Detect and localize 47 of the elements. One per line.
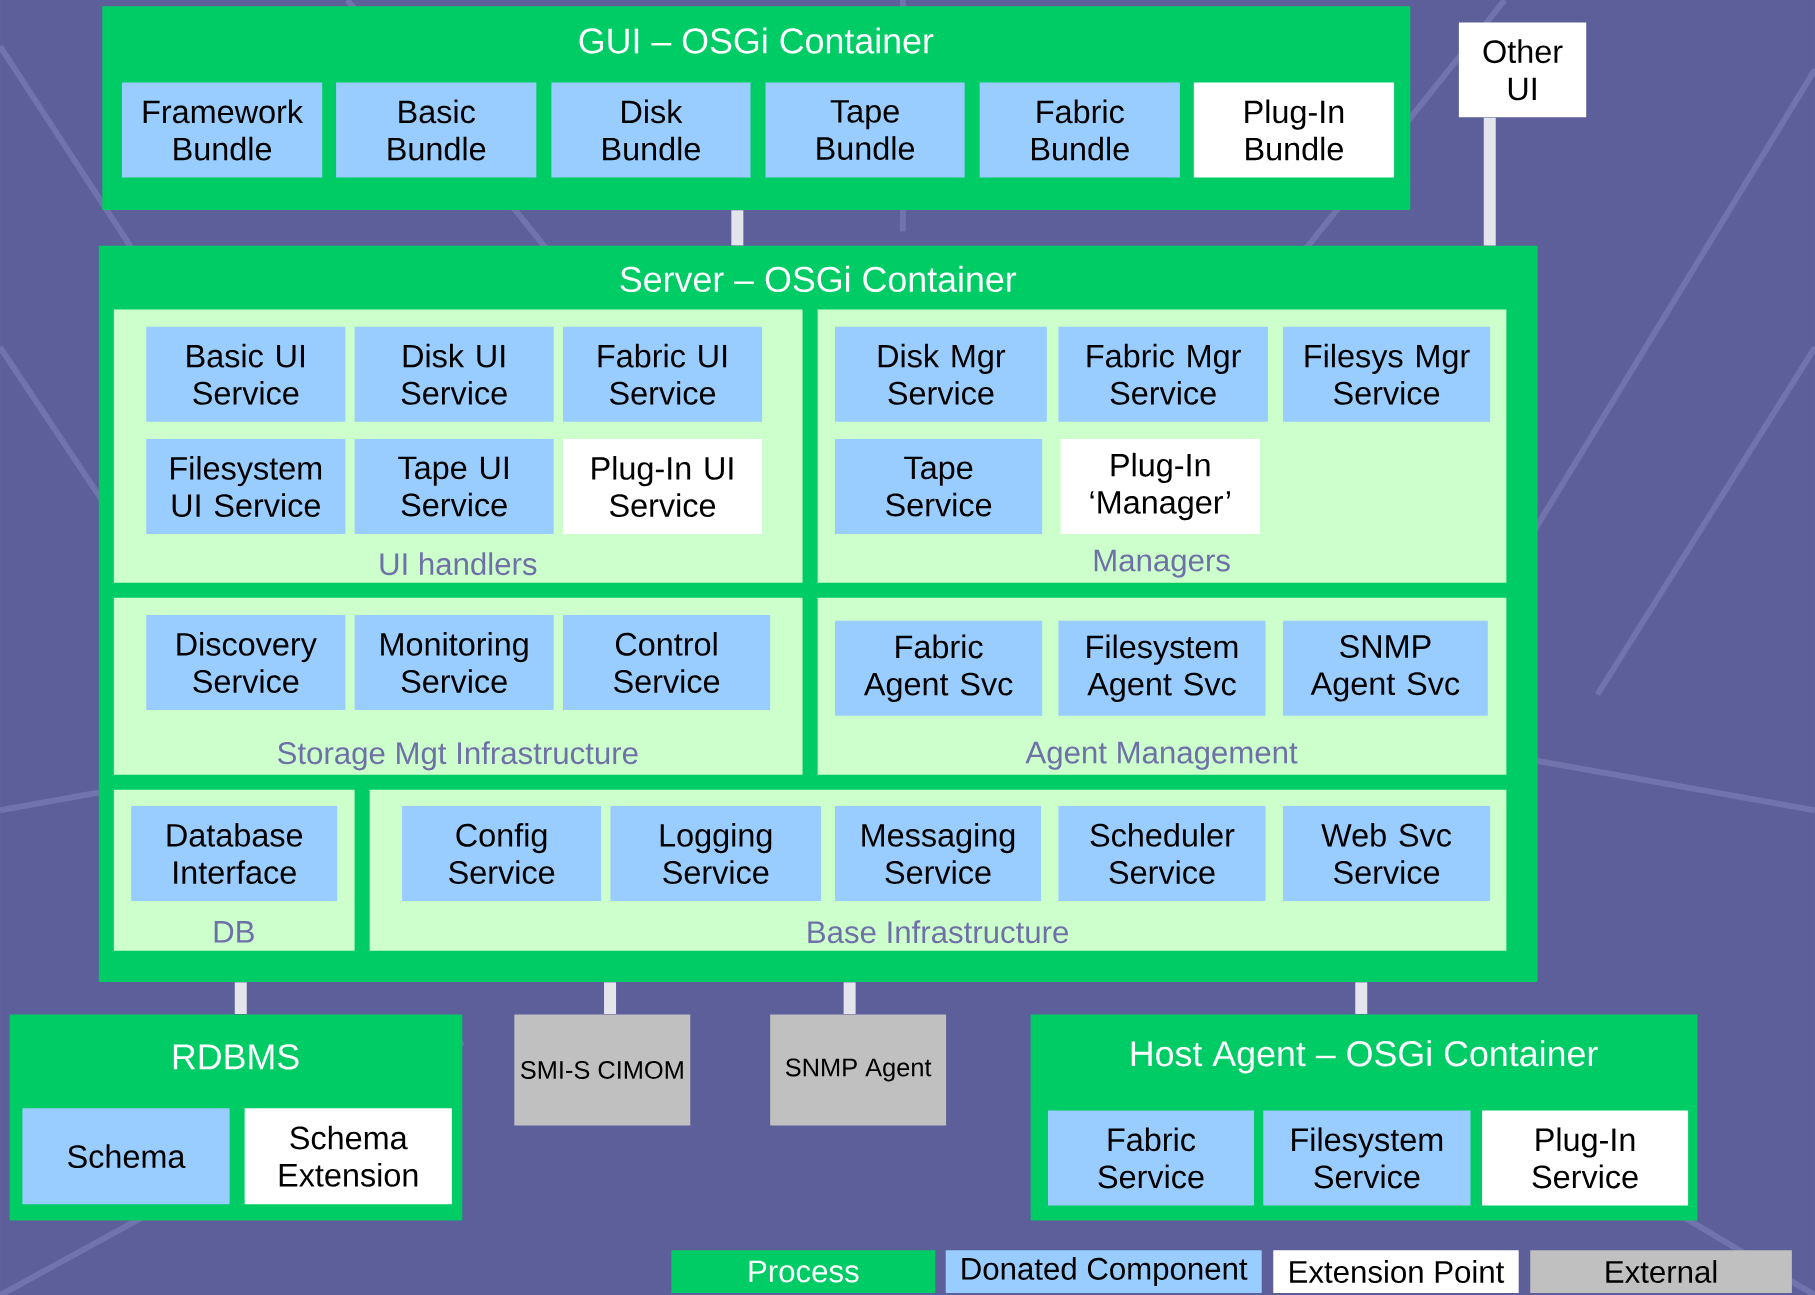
legend-key: Extension Point [1273,1250,1519,1293]
component-box: SNMP Agent Svc [1282,620,1488,716]
component-box: Fabric Bundle [979,82,1180,178]
connector-line [1483,117,1496,246]
connector-line [604,982,617,1014]
component-box: Plug-In Service [1482,1110,1689,1206]
component-box: Filesys Mgr Service [1282,326,1491,422]
legend-key: External [1530,1250,1792,1293]
component-box: Filesystem Service [1263,1110,1471,1206]
component-box: Discovery Service [146,614,346,710]
legend-key: Process [671,1250,936,1293]
component-box: Filesystem UI Service [146,439,346,534]
connector-line [234,982,247,1014]
component-box: Tape UI Service [354,439,554,534]
component-box: Schema [22,1108,230,1205]
component-box: Tape Service [835,439,1043,534]
component-box: Fabric Agent Svc [835,620,1043,716]
component-box: Monitoring Service [354,614,554,710]
component-box: Schema Extension [244,1108,452,1205]
component-box: Fabric Service [1047,1110,1254,1206]
component-box: SMI-S CIMOM [514,1014,691,1126]
connector-line [731,210,744,246]
component-box: Tape Bundle [765,82,965,178]
component-box: Disk Bundle [551,82,751,178]
component-box: Basic UI Service [146,326,346,422]
component-box: Messaging Service [835,805,1042,901]
component-box: Control Service [562,614,771,710]
component-box: Framework Bundle [121,82,323,178]
component-box: Plug-In Bundle [1193,82,1395,178]
component-box: Disk UI Service [354,326,554,422]
connector-line [843,982,856,1014]
component-box: Fabric UI Service [562,326,763,422]
component-box: Basic Bundle [336,82,537,178]
component-box: Database Interface [131,805,338,901]
component-box: Web Svc Service [1282,805,1491,901]
component-box: Logging Service [610,805,822,901]
component-box: Plug-In ‘Manager’ [1060,439,1260,534]
legend-key: Donated Component [945,1250,1262,1293]
component-box: SNMP Agent [770,1014,947,1126]
component-box: Other UI [1458,22,1587,118]
component-box: Filesystem Agent Svc [1058,620,1266,716]
component-box: Fabric Mgr Service [1058,326,1268,422]
connector-line [1355,982,1368,1014]
component-box: Config Service [402,805,602,901]
component-box: Plug-In UI Service [562,439,763,534]
component-box: Disk Mgr Service [835,326,1047,422]
component-box: Scheduler Service [1058,805,1266,901]
